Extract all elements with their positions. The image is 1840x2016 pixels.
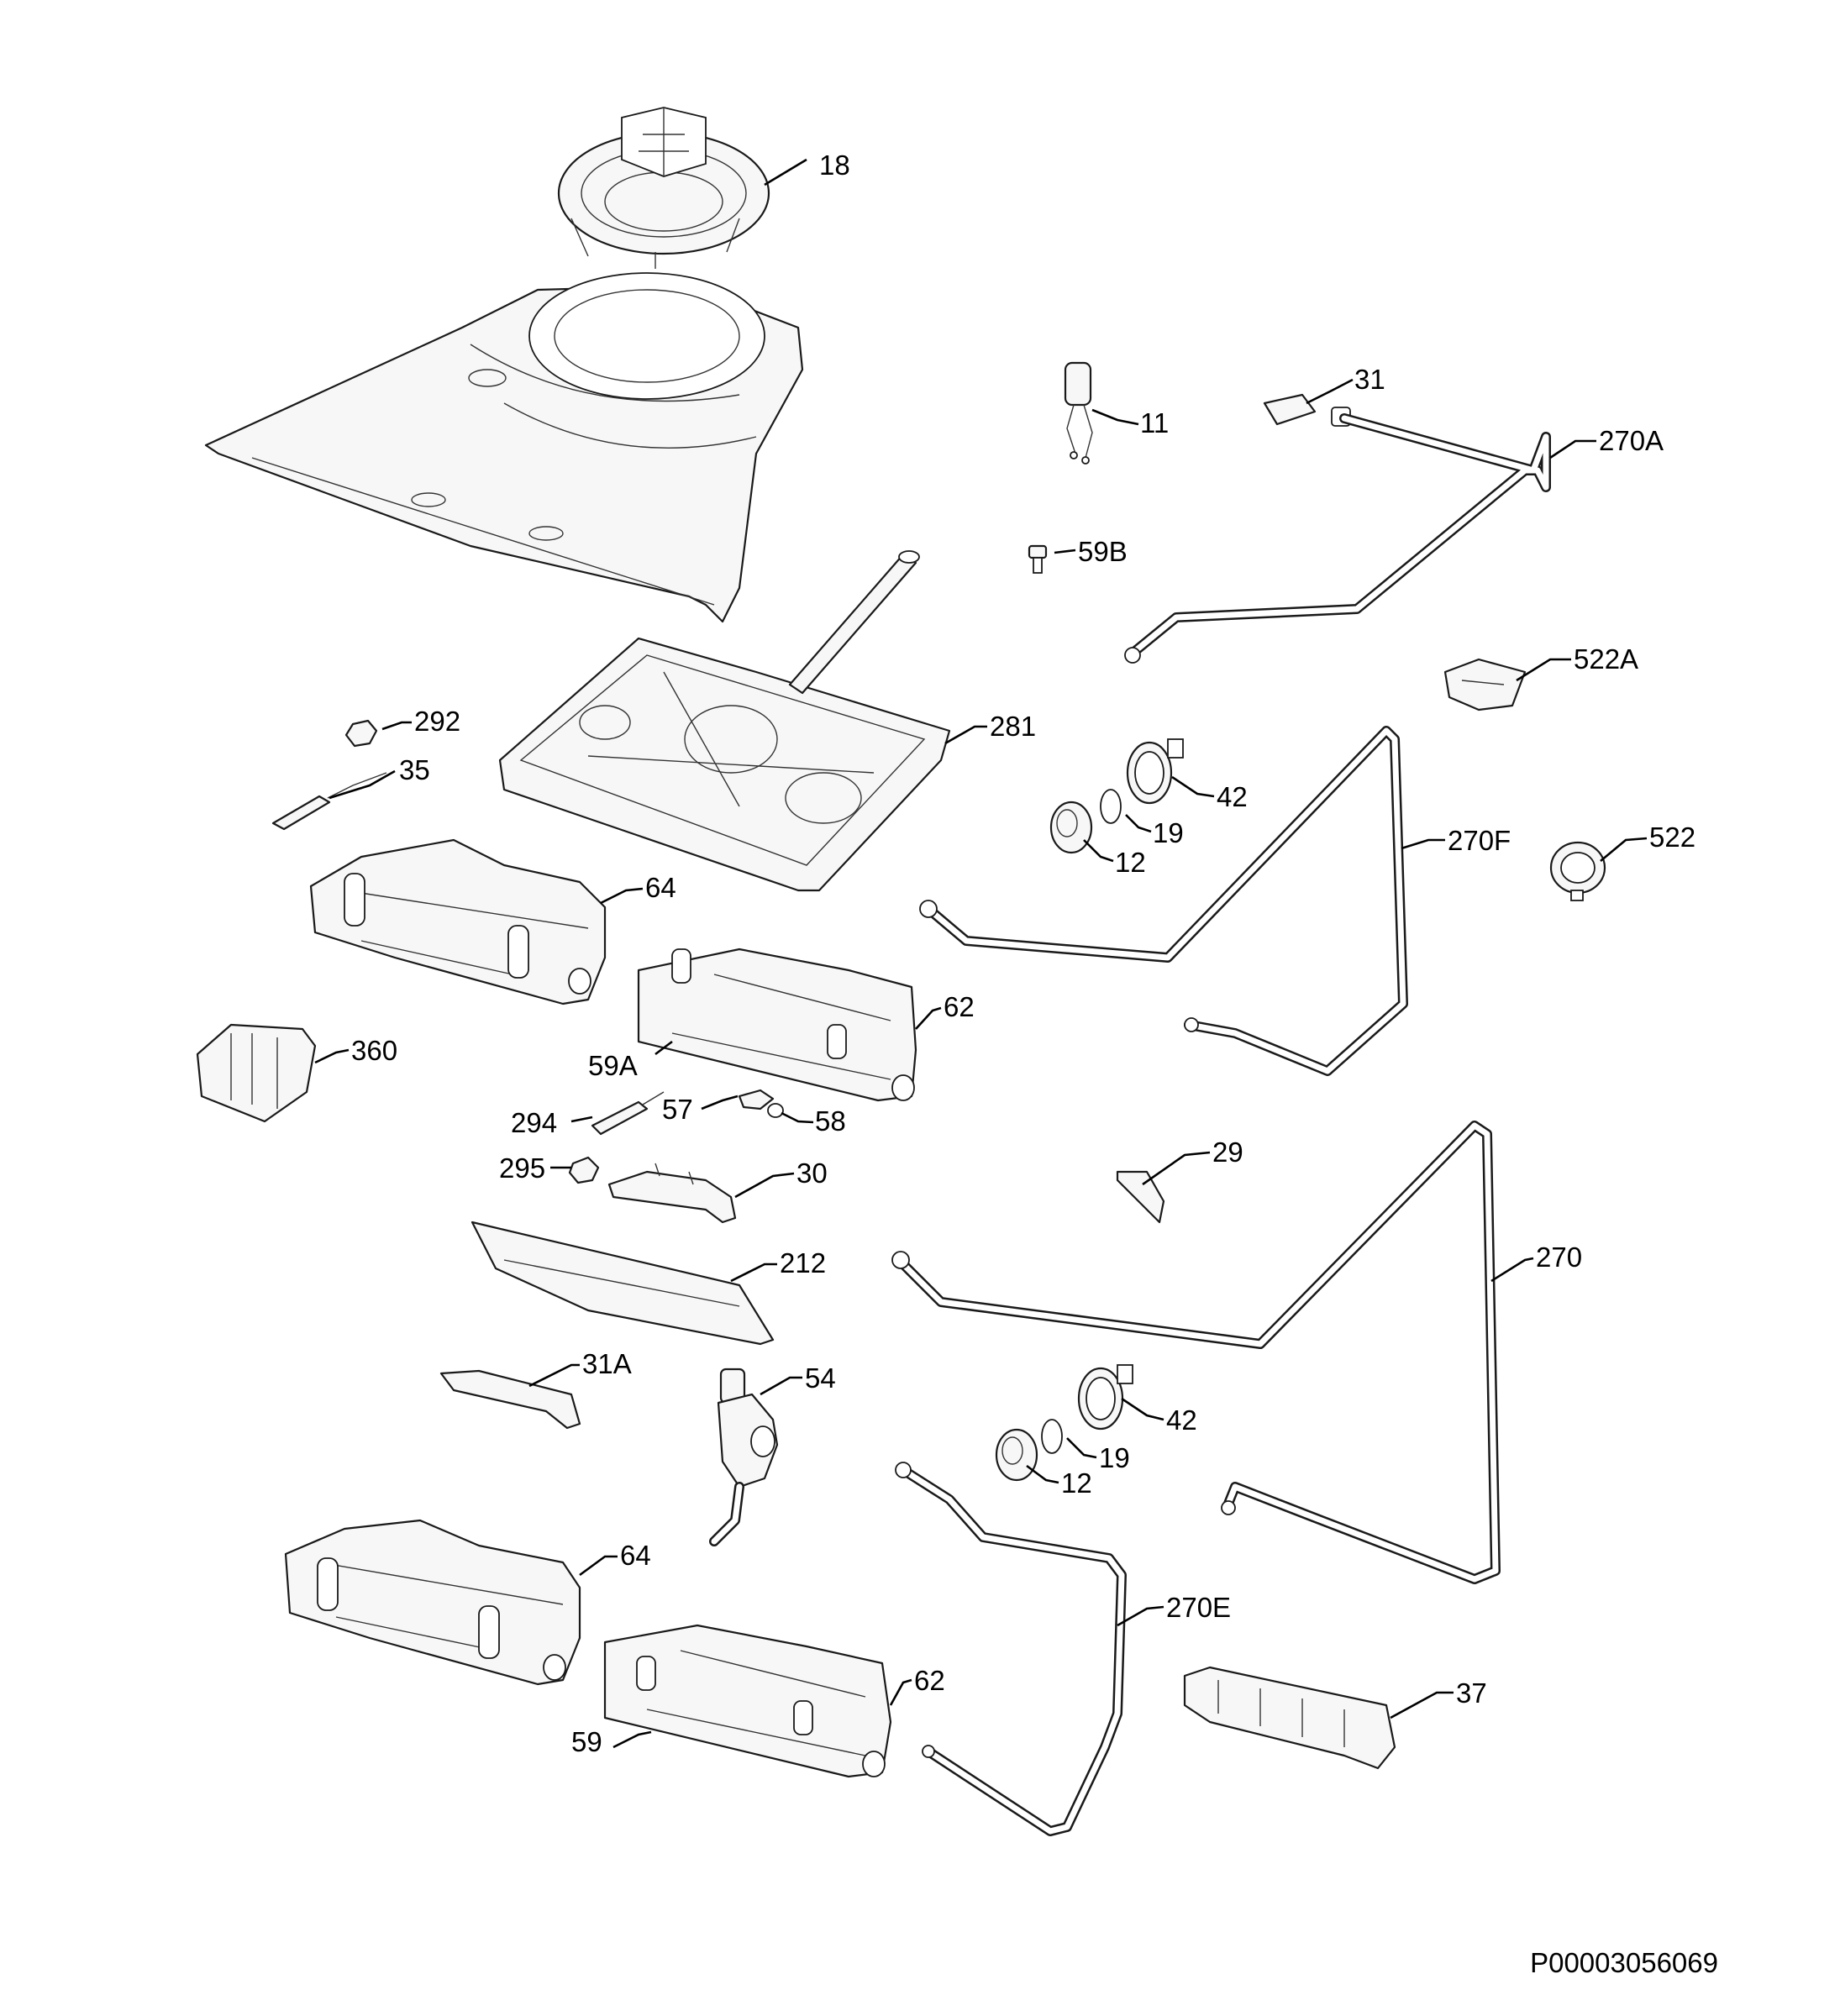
gas-tube-270 — [891, 1121, 1501, 1584]
burner-top — [637, 948, 917, 1102]
callout-58: 58 — [815, 1105, 846, 1137]
ignition-module — [196, 1023, 317, 1123]
callout-360: 360 — [351, 1035, 397, 1066]
burner-shell-bottom — [284, 1519, 581, 1686]
thermocouple — [271, 772, 387, 831]
lamp-glass-top — [1049, 801, 1093, 854]
nut-292 — [344, 719, 378, 748]
callout-42-bottom: 42 — [1166, 1404, 1197, 1436]
capacitor — [1064, 361, 1093, 465]
callout-292: 292 — [414, 706, 460, 737]
callout-295: 295 — [499, 1152, 545, 1184]
lamp-bulb-bottom — [1041, 1419, 1063, 1454]
electrode-294 — [591, 1091, 665, 1136]
leader-lines — [314, 158, 1648, 1749]
callout-57: 57 — [662, 1094, 693, 1125]
callout-35: 35 — [399, 754, 430, 785]
deflector-29 — [1116, 1170, 1165, 1224]
callout-522: 522 — [1649, 822, 1695, 853]
callout-62-top: 62 — [944, 991, 975, 1022]
fan-motor-assembly — [557, 107, 770, 269]
callout-59b: 59B — [1078, 536, 1128, 567]
callout-29: 29 — [1212, 1137, 1243, 1168]
lamp-glass-bottom — [995, 1428, 1038, 1482]
burner-shell-top — [309, 838, 607, 1005]
lamp-bulb-top — [1100, 789, 1122, 824]
lamp-holder-top — [1126, 738, 1184, 805]
callout-31: 31 — [1354, 364, 1385, 395]
nut-295 — [568, 1156, 600, 1184]
bracket-31a — [439, 1369, 581, 1430]
callout-12-bottom: 12 — [1061, 1467, 1092, 1499]
callout-59a: 59A — [588, 1050, 638, 1081]
callout-212: 212 — [780, 1247, 826, 1278]
callout-19-bottom: 19 — [1099, 1442, 1130, 1473]
gas-valve — [709, 1368, 779, 1546]
document-code: P00003056069 — [1530, 1947, 1718, 1978]
callout-270f: 270F — [1448, 825, 1511, 856]
bracket-30 — [607, 1163, 737, 1224]
gasket-57 — [738, 1089, 775, 1110]
fan-cover-plate — [204, 272, 804, 623]
callout-64-bottom: 64 — [620, 1540, 651, 1571]
callout-281: 281 — [990, 711, 1036, 742]
callout-labels: 18 11 31 270A 59B 522A 292 35 281 42 19 … — [351, 150, 1695, 1757]
callout-54: 54 — [805, 1362, 836, 1394]
callout-64-top: 64 — [645, 872, 676, 903]
callout-294: 294 — [511, 1107, 557, 1138]
clip-522a — [1443, 658, 1527, 711]
callout-270: 270 — [1536, 1242, 1582, 1273]
terminal-block — [1183, 1666, 1396, 1770]
lamp-holder-bottom — [1077, 1364, 1133, 1431]
heat-shield-212 — [471, 1221, 775, 1346]
gas-tube-270a — [1124, 413, 1551, 664]
callout-37: 37 — [1456, 1677, 1487, 1709]
callout-270e: 270E — [1166, 1592, 1231, 1623]
callout-59: 59 — [571, 1726, 602, 1757]
ring-clamp-522 — [1549, 841, 1606, 901]
callout-30: 30 — [796, 1158, 828, 1189]
burner-base-tray — [498, 550, 951, 892]
callout-522a: 522A — [1574, 643, 1638, 675]
callout-12-top: 12 — [1115, 847, 1146, 878]
gas-fitting — [1263, 393, 1351, 427]
callout-31a: 31A — [582, 1348, 632, 1379]
callout-42-top: 42 — [1217, 781, 1248, 812]
callout-62-bottom: 62 — [914, 1665, 945, 1696]
o-ring-58 — [767, 1103, 784, 1118]
callout-11: 11 — [1140, 407, 1169, 438]
callout-270a: 270A — [1599, 425, 1664, 456]
screw-59b — [1028, 544, 1048, 574]
gas-tube-270f — [919, 726, 1408, 1076]
gas-tube-270e — [895, 1462, 1127, 1836]
callout-18: 18 — [819, 150, 850, 181]
burner-bottom — [603, 1624, 892, 1778]
callout-19-top: 19 — [1153, 817, 1184, 848]
